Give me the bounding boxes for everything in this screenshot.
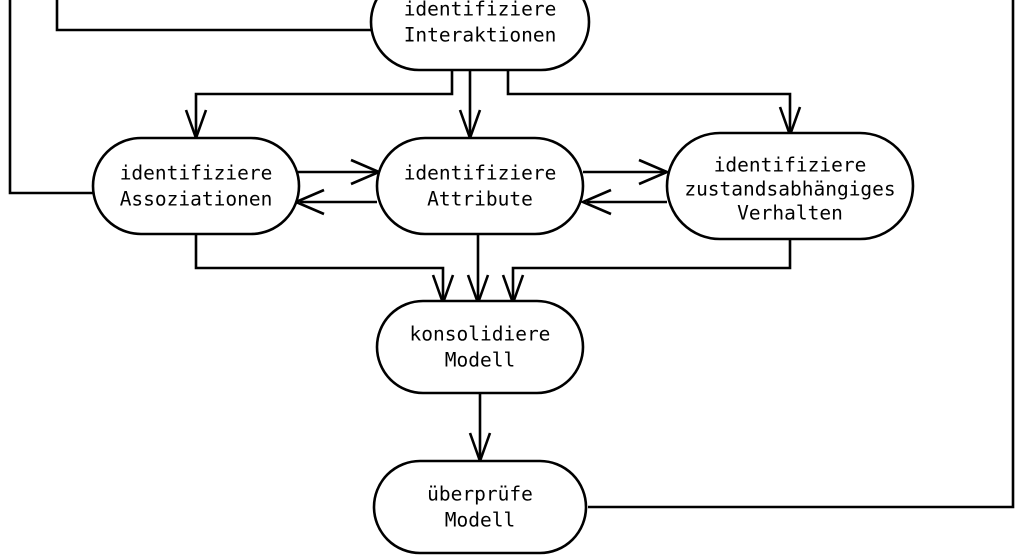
edge-offpage-left-to-interaktionen bbox=[55, 0, 373, 32]
arrowhead-attribute-to-verhalten bbox=[638, 158, 671, 186]
edge-assoziationen-to-konsolidiere bbox=[194, 234, 445, 299]
node-shape-interaktionen bbox=[369, 0, 591, 72]
edge-offpage-far-left-to-assoziationen bbox=[8, 0, 95, 195]
arrowhead-verhalten-to-attribute bbox=[579, 188, 612, 216]
node-label-verhalten-line2: zustandsabhängiges bbox=[684, 178, 895, 201]
node-label-assoziationen-line1: identifiziere bbox=[120, 162, 273, 185]
edge-interaktionen-to-verhalten bbox=[506, 70, 792, 133]
node-label-konsolidiere-line2: Modell bbox=[445, 349, 515, 372]
node-identifiziere-assoziationen[interactable]: identifiziere Assoziationen bbox=[91, 136, 301, 236]
node-shape-ueberpruefe bbox=[372, 459, 588, 555]
node-konsolidiere-modell[interactable]: konsolidiere Modell bbox=[375, 299, 585, 395]
node-label-interaktionen-line2: Interaktionen bbox=[404, 24, 557, 47]
edges-layer bbox=[8, 0, 1015, 509]
node-label-ueberpruefe-line2: Modell bbox=[445, 509, 515, 532]
edge-interaktionen-to-assoziationen bbox=[194, 70, 454, 136]
node-shape-attribute bbox=[375, 136, 585, 236]
node-label-verhalten-line3: Verhalten bbox=[737, 202, 843, 225]
node-label-ueberpruefe-line1: überprüfe bbox=[427, 483, 533, 506]
edge-verhalten-to-konsolidiere bbox=[511, 239, 792, 299]
node-shape-assoziationen bbox=[91, 136, 301, 236]
node-shape-konsolidiere bbox=[375, 299, 585, 395]
nodes-layer: identifiziere Interaktionen identifizier… bbox=[91, 0, 915, 555]
node-ueberpruefe-modell[interactable]: überprüfe Modell bbox=[372, 459, 588, 555]
node-label-interaktionen-line1: identifiziere bbox=[404, 0, 557, 21]
edge-ueberpruefe-feedback-right bbox=[588, 0, 1015, 509]
node-label-konsolidiere-line1: konsolidiere bbox=[410, 323, 551, 346]
node-label-attribute-line2: Attribute bbox=[427, 188, 533, 211]
node-shape-verhalten bbox=[665, 131, 915, 241]
node-identifiziere-interaktionen[interactable]: identifiziere Interaktionen bbox=[369, 0, 591, 72]
node-identifiziere-zustandsabhaengiges-verhalten[interactable]: identifiziere zustandsabhängiges Verhalt… bbox=[665, 131, 915, 241]
node-label-verhalten-line1: identifiziere bbox=[714, 154, 867, 177]
node-label-attribute-line1: identifiziere bbox=[404, 162, 557, 185]
node-label-assoziationen-line2: Assoziationen bbox=[120, 188, 273, 211]
node-identifiziere-attribute[interactable]: identifiziere Attribute bbox=[375, 136, 585, 236]
